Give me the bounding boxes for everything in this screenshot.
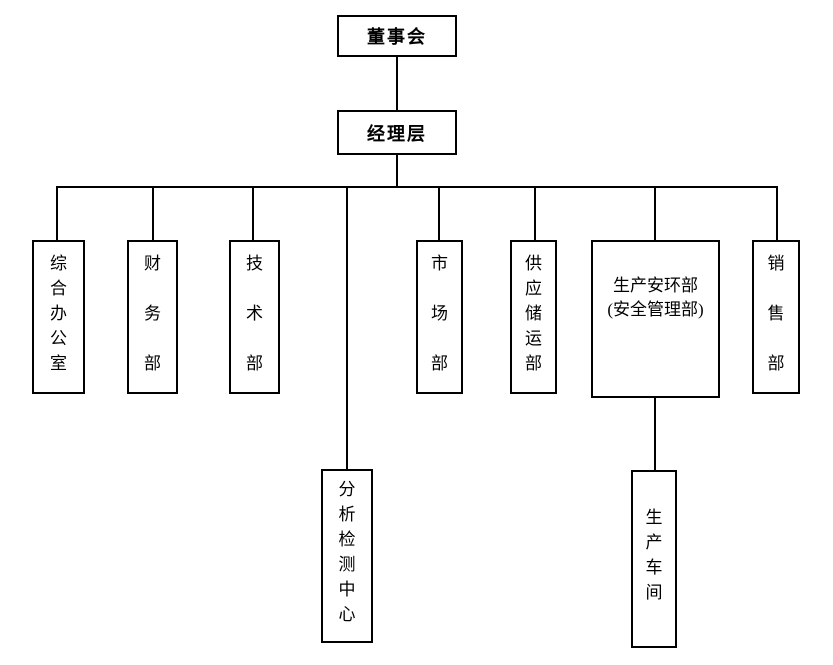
node-workshop: 生产车间 xyxy=(631,470,677,648)
node-board-label: 董事会 xyxy=(367,27,427,47)
connector-drop-safety xyxy=(654,186,656,240)
node-board: 董事会 xyxy=(337,15,457,57)
node-finance-label: 财务部 xyxy=(144,253,161,373)
node-market: 市场部 xyxy=(416,240,463,394)
connector-drop-technical xyxy=(252,186,254,240)
connector-drop-general-office xyxy=(56,186,58,240)
node-management-label: 经理层 xyxy=(367,123,427,144)
node-safety-label-group: 生产安环部 (安全管理部) xyxy=(593,242,718,396)
connector-drop-sales xyxy=(776,186,778,240)
node-supply-label: 供应储运部 xyxy=(525,253,542,373)
node-sales: 销售部 xyxy=(752,240,800,394)
connector-board-management xyxy=(396,55,398,110)
connector-safety-workshop xyxy=(654,396,656,470)
node-workshop-label: 生产车间 xyxy=(645,508,663,602)
node-management: 经理层 xyxy=(337,110,457,155)
node-general-office-label: 综合办公室 xyxy=(50,253,67,373)
connector-spine xyxy=(56,186,778,188)
connector-drop-supply xyxy=(534,186,536,240)
node-sales-label: 销售部 xyxy=(767,253,785,373)
node-safety-sublabel: (安全管理部) xyxy=(607,300,704,319)
node-supply: 供应储运部 xyxy=(510,240,557,394)
node-analysis-center: 分析检测中心 xyxy=(321,469,373,643)
node-general-office: 综合办公室 xyxy=(32,240,85,394)
connector-management-spine xyxy=(396,153,398,187)
connector-drop-market xyxy=(438,186,440,240)
node-safety-label: 生产安环部 xyxy=(613,276,698,295)
node-analysis-center-label: 分析检测中心 xyxy=(338,480,356,624)
node-market-label: 市场部 xyxy=(431,253,448,373)
node-finance: 财务部 xyxy=(127,240,178,394)
connector-drop-analysis-center xyxy=(346,186,348,469)
node-safety: 生产安环部 (安全管理部) xyxy=(591,240,720,398)
connector-drop-finance xyxy=(152,186,154,240)
node-technical-label: 技术部 xyxy=(246,253,263,373)
node-technical: 技术部 xyxy=(229,240,280,394)
